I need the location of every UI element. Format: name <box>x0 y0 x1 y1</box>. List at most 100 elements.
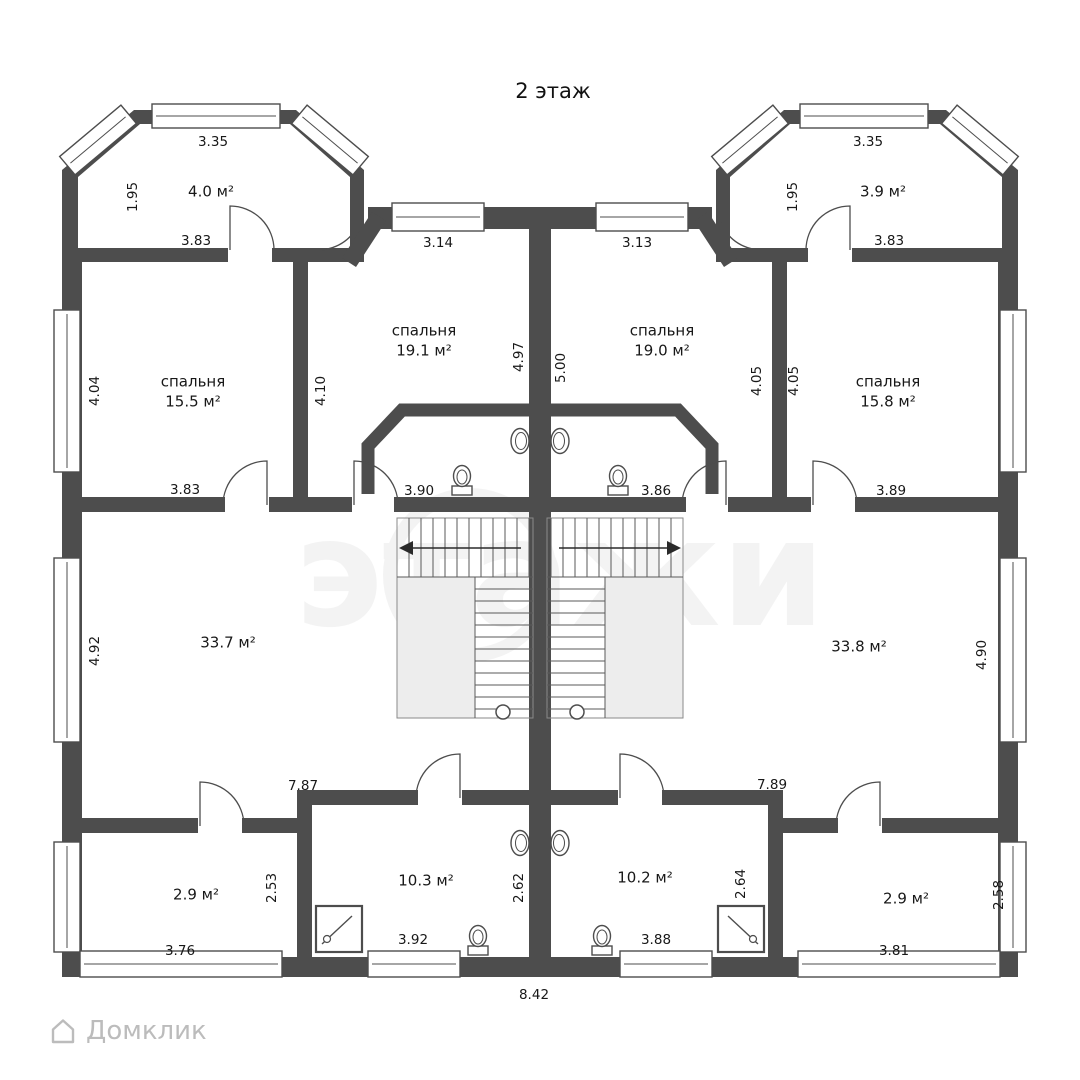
door-openings <box>198 246 882 836</box>
stair-newel-left <box>495 704 511 720</box>
dim-hall-left-w: 3.90 <box>403 483 435 499</box>
window-bottom-small-left <box>79 950 283 978</box>
door-diagonal-right <box>717 215 759 251</box>
window-right-small <box>999 841 1027 953</box>
door-wc-right <box>681 460 727 506</box>
stairs-left <box>396 517 534 720</box>
room-name: спальня <box>629 321 695 340</box>
window-bay-left-top <box>151 103 281 129</box>
sink-upper-right <box>550 427 570 455</box>
door-small-left <box>199 781 245 827</box>
window-top-right-unit <box>595 202 689 232</box>
room-label-small-left: 2.9 м² <box>173 885 219 904</box>
toilet-lower-right <box>591 924 613 956</box>
dim-top-right: 3.13 <box>621 235 653 251</box>
shower-right <box>716 904 766 954</box>
wall-bed-divider-left <box>293 252 308 504</box>
dim-small-left-w: 3.76 <box>164 943 196 959</box>
wall-living-bath-left <box>297 790 533 805</box>
dim-bed-left-h: 4.04 <box>87 375 103 407</box>
dim-bed-right-inner-h1: 4.05 <box>749 365 765 397</box>
window-bay-left-east <box>290 104 370 176</box>
room-area: 15.5 м² <box>165 392 221 410</box>
toilet-upper-right <box>607 464 629 496</box>
dim-bay-right-depth: 1.95 <box>785 181 801 213</box>
window-right-living <box>999 557 1027 743</box>
wall-small-bath-right <box>768 790 783 957</box>
wall-bed-living-right <box>547 497 998 512</box>
wall-living-small-right <box>768 818 1018 833</box>
door-swings <box>199 205 881 827</box>
sink-lower-right <box>550 829 570 857</box>
wall-wc-block-left <box>361 403 533 512</box>
dim-party-left-h: 4.97 <box>511 341 527 373</box>
stair-newel-right <box>569 704 585 720</box>
room-label-bedroom-19-0: спальня 19.0 м² <box>630 322 695 361</box>
dim-living-left-w: 7.87 <box>287 778 319 794</box>
window-bay-right-east <box>940 104 1020 176</box>
wall-living-small-left <box>62 818 312 833</box>
room-label-living-left: 33.7 м² <box>200 633 256 652</box>
dim-small-right-w: 3.81 <box>878 943 910 959</box>
stair-treads-lower-right <box>547 588 605 710</box>
dim-bay-left-bottom: 3.83 <box>180 233 212 249</box>
windows <box>53 103 1027 978</box>
room-label-small-right: 2.9 м² <box>883 889 929 908</box>
dim-small-right-h: 2.58 <box>991 879 1007 911</box>
window-bay-left-west <box>58 104 138 176</box>
dim-bath-right-h: 2.64 <box>733 868 749 900</box>
room-label-bay-right: 3.9 м² <box>860 182 906 201</box>
room-area: 19.1 м² <box>396 341 452 359</box>
door-bath-right <box>619 753 665 799</box>
stamp-text: этажи <box>294 487 825 661</box>
room-label-living-right: 33.8 м² <box>831 637 887 656</box>
dim-top-left: 3.14 <box>422 235 454 251</box>
window-bottom-bath-right <box>619 950 713 978</box>
dim-bay-right-width: 3.35 <box>852 134 884 150</box>
dim-bath-left-w: 3.92 <box>397 932 429 948</box>
dim-bay-left-width: 3.35 <box>197 134 229 150</box>
stair-treads-lower-left <box>475 588 533 710</box>
door-wc-left <box>353 460 399 506</box>
dim-party-right-h: 5.00 <box>553 352 569 384</box>
dim-bed-left-w: 3.83 <box>169 482 201 498</box>
wall-bed-divider-right <box>772 252 787 504</box>
window-bottom-bath-left <box>367 950 461 978</box>
sink-upper-left <box>510 427 530 455</box>
interior-walls <box>62 252 1018 957</box>
dim-bed-right-w: 3.89 <box>875 483 907 499</box>
door-bay-left <box>229 205 275 251</box>
wall-small-bath-left <box>297 790 312 957</box>
room-label-bath-right: 10.2 м² <box>617 868 673 887</box>
dim-bay-right-bottom: 3.83 <box>873 233 905 249</box>
stairs-right <box>546 517 684 720</box>
page-title: 2 этаж <box>515 79 591 103</box>
dim-small-left-h: 2.53 <box>264 872 280 904</box>
toilet-lower-left <box>467 924 489 956</box>
window-bottom-small-right <box>797 950 1001 978</box>
toilet-upper-left <box>451 464 473 496</box>
dim-total-bottom-w: 8.42 <box>518 987 550 1003</box>
door-bedroom-right <box>812 460 858 506</box>
wall-wc-block-right <box>547 403 719 512</box>
dim-hall-right-w: 3.86 <box>640 483 672 499</box>
door-bedroom-left <box>222 460 268 506</box>
room-area: 15.8 м² <box>860 392 916 410</box>
door-small-right <box>835 781 881 827</box>
window-right-bedroom <box>999 309 1027 473</box>
room-label-bedroom-15-8: спальня 15.8 м² <box>856 373 921 412</box>
dim-bath-right-w: 3.88 <box>640 932 672 948</box>
door-bath-left <box>415 753 461 799</box>
dim-bed-right-inner-h2: 4.05 <box>786 365 802 397</box>
door-diagonal-left <box>321 215 363 251</box>
room-area: 19.0 м² <box>634 341 690 359</box>
room-label-bedroom-19-1: спальня 19.1 м² <box>392 322 457 361</box>
room-label-bedroom-15-5: спальня 15.5 м² <box>161 373 226 412</box>
room-label-bay-left: 4.0 м² <box>188 182 234 201</box>
room-name: спальня <box>160 372 226 391</box>
window-left-living <box>53 557 81 743</box>
wall-bed-living-left <box>82 497 533 512</box>
room-name: спальня <box>391 321 457 340</box>
